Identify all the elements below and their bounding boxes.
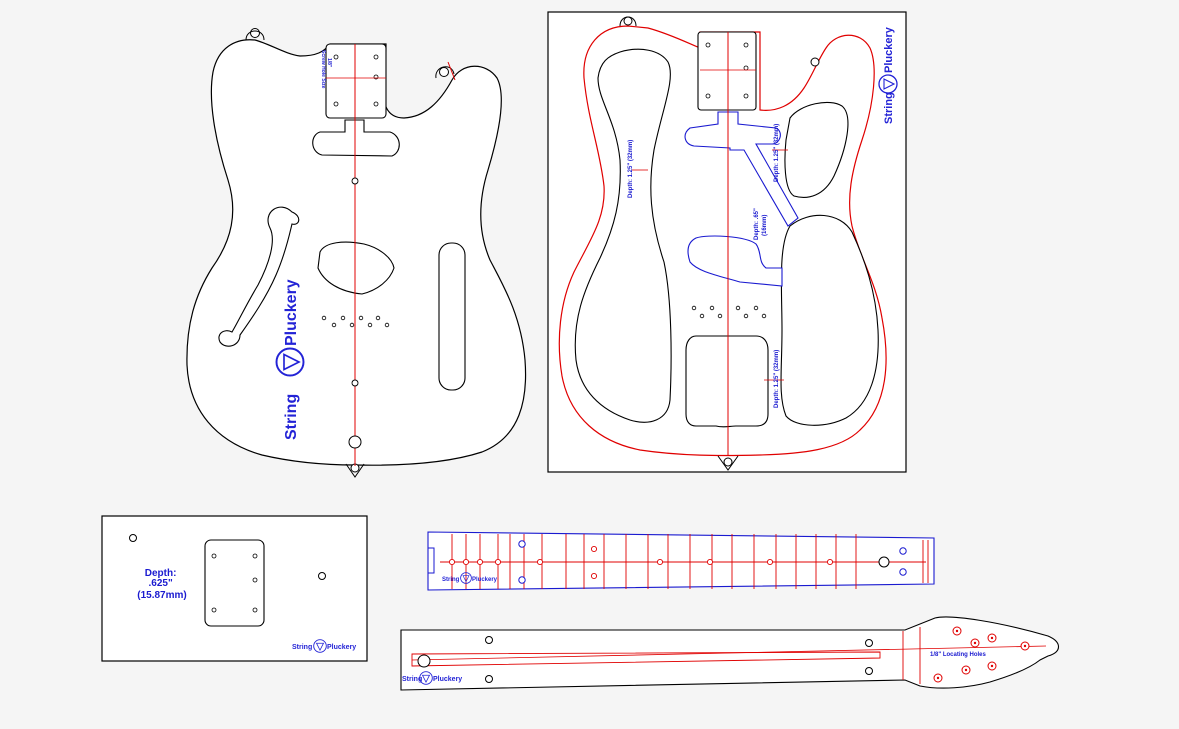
fretboard-outline	[427, 531, 935, 591]
pickup-wire-route	[684, 111, 799, 227]
svg-text:String: String	[442, 577, 460, 583]
depth-label-lower-right: Depth: 1.25" (32mm)	[774, 350, 780, 408]
svg-text:Pluckery: Pluckery	[883, 26, 895, 73]
right-mount-hole	[439, 67, 449, 77]
depth-label-center: Depth: .65"	[754, 208, 760, 240]
fret-marker	[476, 558, 484, 566]
neck-outline	[400, 616, 1060, 691]
neck-pocket-outline	[325, 43, 387, 119]
pocket-depth-line3: (15.87mm)	[137, 590, 186, 601]
svg-text:Depth: .625" (15.8: Depth: .625" (15.87mm)	[137, 568, 186, 601]
fret-marker	[590, 572, 598, 580]
depth-label-left: Depth: 1.25" (32mm)	[628, 140, 634, 198]
svg-text:Pluckery: Pluckery	[433, 676, 462, 683]
svg-text:Screw Hole Size 1/8": Screw Hole Size 1/8"	[320, 50, 332, 90]
body-outline-red	[558, 25, 887, 457]
fret-marker	[494, 558, 502, 566]
bridge-pickup-route-blue	[687, 235, 783, 287]
fret-marker	[656, 558, 664, 566]
neck-template: 1/8" Locating Holes String Pluckery	[400, 616, 1060, 691]
routing-template: Depth: 1.25" (32mm) Depth: 1.25" (32mm) …	[547, 11, 907, 473]
fret-marker	[536, 558, 544, 566]
upper-right-chamber	[784, 101, 849, 198]
svg-text:Pluckery: Pluckery	[327, 644, 356, 651]
depth-label-upper-right: Depth: 1.25" (32mm)	[774, 124, 780, 182]
center-pin-hole	[351, 379, 359, 387]
routing-neck-pocket	[697, 31, 757, 111]
top-mount-hole	[250, 28, 260, 38]
neck-pickup-route	[312, 119, 400, 157]
body-template: Screw Hole Size 1/8" String Pluckery	[186, 28, 527, 478]
control-cavity	[438, 242, 466, 391]
depth-label-center-mm: (16mm)	[762, 215, 768, 236]
endpin-hole	[348, 435, 362, 449]
bridge-string-holes	[321, 315, 390, 328]
svg-text:String: String	[402, 676, 422, 683]
fret-marker	[590, 545, 598, 553]
screw-hole-label-line1: Screw Hole Size	[320, 50, 326, 89]
center-pin-hole	[351, 177, 359, 185]
neck-brand-logo: String Pluckery	[402, 671, 462, 685]
fret-marker	[826, 558, 834, 566]
left-chamber	[574, 48, 672, 423]
bridge-pickup-route	[317, 241, 395, 295]
pocket-depth-line2: .625"	[149, 578, 173, 589]
f-hole	[218, 206, 300, 347]
fret-marker	[766, 558, 774, 566]
svg-text:String: String	[283, 394, 300, 440]
svg-text:Pluckery: Pluckery	[283, 279, 300, 346]
neck-pocket-template: Depth: .625" (15.87mm) String Pluckery	[101, 515, 368, 662]
screw-hole-label-line2: 1/8"	[326, 58, 332, 68]
routing-brand-logo: String Pluckery	[878, 26, 898, 124]
fret-marker	[462, 558, 470, 566]
neck-pocket-cutout	[204, 539, 265, 627]
svg-text:String: String	[883, 92, 895, 124]
fret-marker	[448, 558, 456, 566]
fret-marker	[706, 558, 714, 566]
lower-right-chamber	[780, 214, 879, 426]
svg-text:Pluckery: Pluckery	[472, 577, 498, 583]
fret-markers	[448, 545, 834, 580]
body-brand-logo: String Pluckery	[275, 279, 305, 440]
pocket-depth-line1: Depth:	[145, 568, 177, 579]
fretboard-template: String Pluckery	[427, 531, 935, 591]
fretboard-brand-logo: String Pluckery	[442, 572, 498, 584]
control-chamber	[685, 335, 769, 428]
svg-text:String: String	[292, 644, 312, 651]
pocket-brand-logo: String Pluckery	[292, 639, 356, 653]
locating-holes-label: 1/8" Locating Holes	[930, 652, 987, 658]
